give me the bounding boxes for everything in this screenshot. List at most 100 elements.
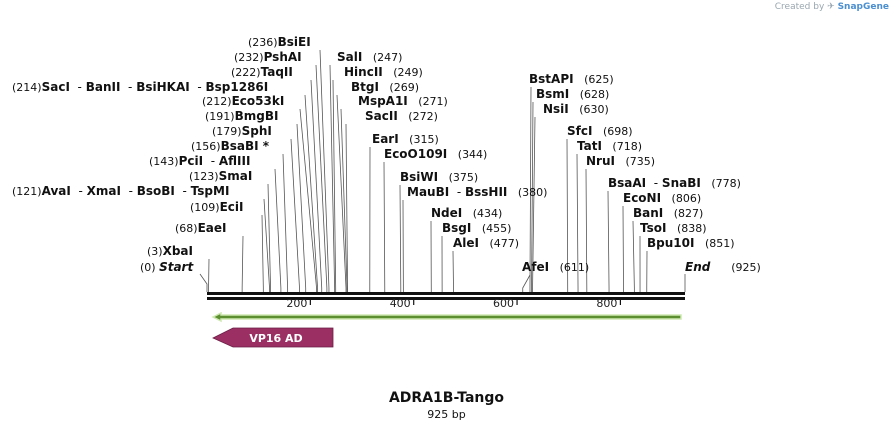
site-position: (625) (574, 73, 614, 86)
credit-brand: SnapGene (837, 2, 889, 12)
enzyme-name: XbaI (163, 244, 193, 258)
site-position: (630) (569, 103, 609, 116)
construct-title: ADRA1B-Tango (388, 390, 505, 406)
restriction-site[interactable]: (222)TaqII (231, 65, 293, 79)
site-position: (718) (602, 140, 642, 153)
end-label: End (925) (685, 260, 761, 274)
enzyme-name: SacI (42, 80, 70, 94)
restriction-site[interactable]: BsgI (455) (442, 221, 511, 235)
restriction-site[interactable]: BtgI (269) (351, 80, 419, 94)
restriction-site[interactable]: TsoI (838) (640, 221, 707, 235)
svg-text:(214)SacI - BanII - BsiHKAI: (214)SacI - BanII - BsiHKAI - Bsp1286I (12, 80, 268, 94)
restriction-site[interactable]: (123)SmaI (189, 169, 252, 183)
features: VP16 AD (211, 311, 682, 348)
restriction-site[interactable]: HincII (249) (344, 65, 423, 79)
green-feature-arrow[interactable] (211, 311, 682, 323)
restriction-site[interactable]: EcoNI (806) (623, 191, 701, 205)
enzyme-name: BanII (86, 80, 121, 94)
site-connector-line (315, 64, 328, 292)
svg-text:SacII (272): SacII (272) (365, 109, 438, 123)
site-connector-line (585, 168, 588, 292)
restriction-site[interactable]: EarI (315) (372, 132, 439, 146)
restriction-site[interactable]: MspA1I (271) (358, 94, 448, 108)
restriction-site[interactable]: (179)SphI (212, 124, 272, 138)
restriction-site[interactable]: MauBI - BssHII (380) (407, 185, 547, 199)
site-connector-line (329, 64, 336, 292)
enzyme-name: Bpu10I (647, 236, 694, 250)
enzyme-name: AleI (453, 236, 479, 250)
site-connector-line (274, 168, 282, 292)
restriction-site[interactable]: SacII (272) (365, 109, 438, 123)
restriction-site[interactable]: (212)Eco53kI (202, 94, 284, 108)
site-connector-line (566, 138, 569, 292)
enzyme-name: SfcI (567, 124, 592, 138)
site-position: (271) (408, 95, 448, 108)
restriction-site[interactable]: SalI (247) (337, 50, 402, 64)
site-connector-line (576, 153, 579, 292)
restriction-site[interactable]: BstAPI (625) (529, 72, 614, 86)
restriction-site[interactable]: (156)BsaBI * (191, 139, 270, 153)
restriction-site[interactable]: NsiI (630) (543, 102, 609, 116)
separator: - (175, 184, 191, 198)
site-position: (838) (666, 222, 706, 235)
svg-text:BanI (827): BanI (827) (633, 206, 703, 220)
svg-text:(232)PshAI: (232)PshAI (234, 50, 302, 64)
restriction-site[interactable]: (3)XbaI (147, 244, 193, 258)
enzyme-name: SalI (337, 50, 362, 64)
restriction-site[interactable]: (232)PshAI (234, 50, 302, 64)
svg-text:BsaAI - SnaBI (778): BsaAI - SnaBI (778) (608, 176, 741, 190)
site-connector-line (399, 184, 402, 292)
enzyme-name: EaeI (198, 221, 227, 235)
site-position: (232) (234, 51, 264, 64)
vp16-ad-feature-arrow[interactable] (212, 327, 334, 348)
restriction-site[interactable]: TatI (718) (577, 139, 642, 153)
site-position: (315) (399, 133, 439, 146)
site-connector-line (310, 79, 323, 292)
restriction-site[interactable]: AleI (477) (453, 236, 519, 250)
site-position: (109) (190, 201, 220, 214)
restriction-site[interactable]: NruI (735) (586, 154, 655, 168)
enzyme-name: BsiHKAI (136, 80, 190, 94)
site-position: (179) (212, 125, 242, 138)
site-position: (156) (191, 140, 221, 153)
axis-tick-label: 400 (390, 297, 411, 310)
enzyme-name: BsaAI (608, 176, 646, 190)
restriction-site[interactable]: SfcI (698) (567, 124, 633, 138)
enzyme-name: Eco53kI (232, 94, 285, 108)
restriction-site[interactable]: AfeI (611) (522, 260, 589, 274)
separator: - (121, 184, 137, 198)
restriction-site[interactable]: BsaAI - SnaBI (778) (608, 176, 741, 190)
restriction-site[interactable]: BsiWI (375) (400, 170, 478, 184)
axis-tick-label: 600 (493, 297, 514, 310)
restriction-site[interactable]: (68)EaeI (175, 221, 227, 235)
svg-text:(191)BmgBI: (191)BmgBI (205, 109, 278, 123)
restriction-site[interactable]: (121)AvaI - XmaI - BsoBI - TspMI (12, 184, 229, 198)
restriction-site[interactable]: BanI (827) (633, 206, 703, 220)
enzyme-name: AvaI (42, 184, 71, 198)
site-connector-line (241, 235, 244, 292)
svg-text:NsiI (630): NsiI (630) (543, 102, 609, 116)
site-connector-line (267, 183, 271, 292)
restriction-site[interactable]: (236)BsiEI (248, 35, 311, 49)
enzyme-name: BssHII (465, 185, 507, 199)
snapgene-logo-icon: ✈ (827, 2, 835, 12)
restriction-site[interactable]: Bpu10I (851) (647, 236, 735, 250)
svg-text:AleI (477): AleI (477) (453, 236, 519, 250)
restriction-site[interactable]: EcoO109I (344) (384, 147, 487, 161)
restriction-site[interactable]: (109)EciI (190, 200, 243, 214)
enzyme-name: BtgI (351, 80, 379, 94)
site-position: (272) (398, 110, 438, 123)
restriction-site[interactable]: (214)SacI - BanII - BsiHKAI - Bsp1286I (12, 80, 268, 94)
enzyme-name: BsiEI (278, 35, 311, 49)
site-position: (735) (615, 155, 655, 168)
enzyme-name: TsoI (640, 221, 666, 235)
svg-text:(3)XbaI: (3)XbaI (147, 244, 193, 258)
svg-text:EcoO109I (344): EcoO109I (344) (384, 147, 487, 161)
restriction-site[interactable]: BsmI (628) (536, 87, 609, 101)
site-position: (778) (701, 177, 741, 190)
restriction-site[interactable]: (143)PciI - AflIII (149, 154, 250, 168)
restriction-site[interactable]: (191)BmgBI (205, 109, 278, 123)
restriction-site[interactable]: NdeI (434) (431, 206, 502, 220)
axis-tick-label: 800 (596, 297, 617, 310)
svg-text:BstAPI (625): BstAPI (625) (529, 72, 614, 86)
